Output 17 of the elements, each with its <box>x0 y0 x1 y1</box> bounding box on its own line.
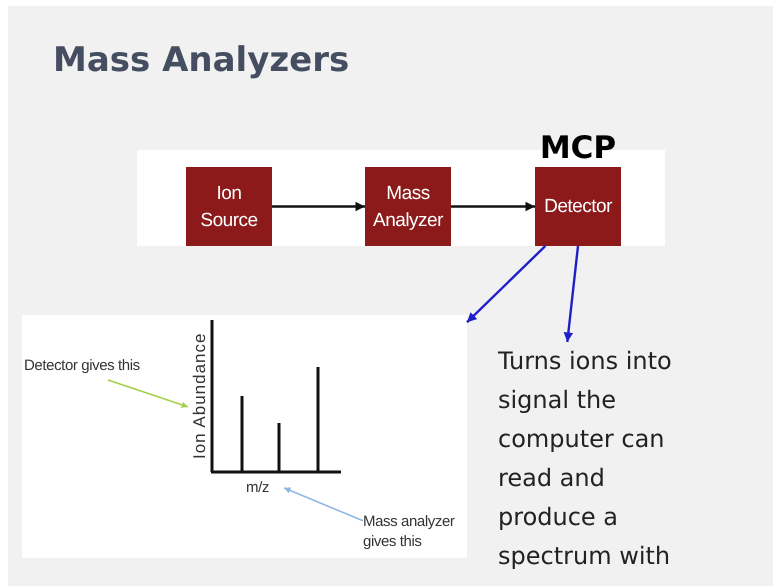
chart-panel <box>22 315 467 558</box>
annotation-text: Detector gives this <box>24 356 164 380</box>
arrow <box>272 202 365 212</box>
slide-title: Mass Analyzers <box>53 39 350 82</box>
leader-arrow <box>284 487 364 522</box>
process-box: Mass Analyzer <box>365 167 451 246</box>
arrow <box>564 246 580 342</box>
box-heading: MCP <box>538 130 618 166</box>
arrow <box>451 202 535 212</box>
annotation-text: Mass analyzer gives this <box>363 512 469 556</box>
arrow <box>466 245 546 324</box>
process-box: Ion Source <box>186 167 272 246</box>
axis-title: Ion Abundance <box>188 318 212 474</box>
axis-title: m/z <box>246 478 284 500</box>
description-text: Turns ions into signal the computer can read and produce a spectrum with <box>498 342 708 578</box>
leader-arrow <box>108 379 188 408</box>
box-label: Detector <box>544 195 612 219</box>
